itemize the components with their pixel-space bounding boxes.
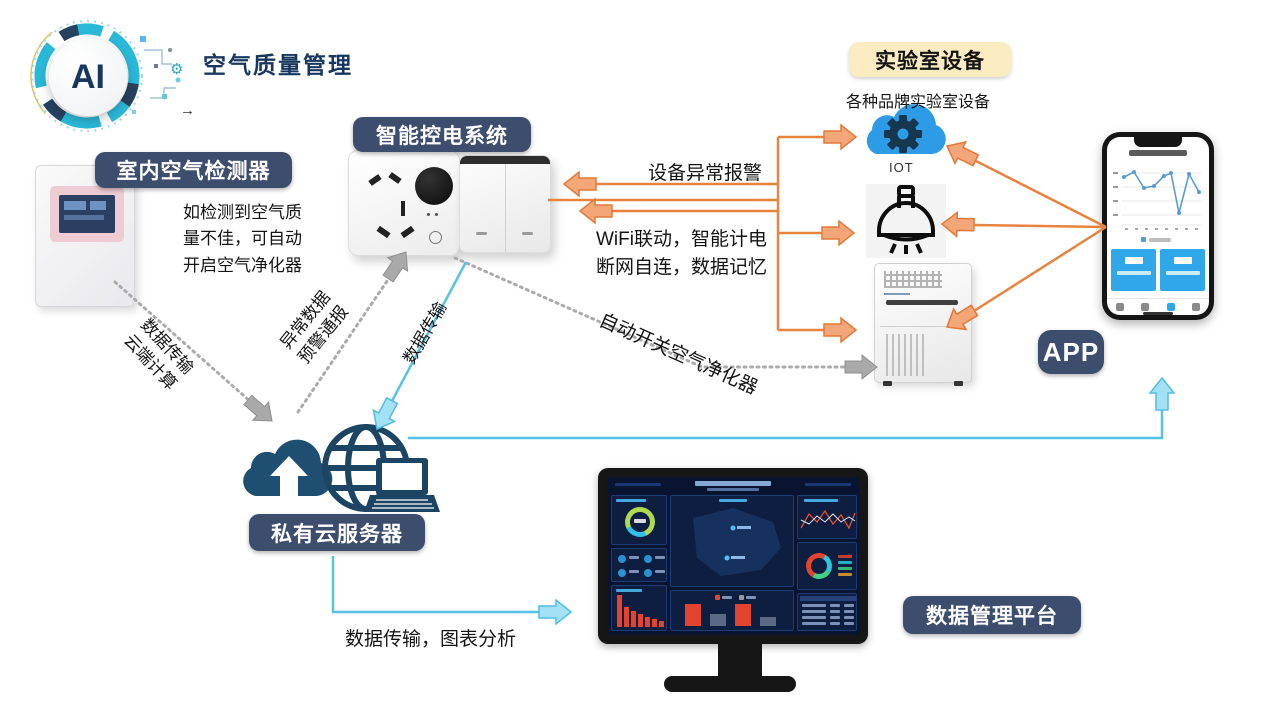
ai-logo-text: AI <box>71 57 105 96</box>
label-smart-power: 智能控电系统 <box>353 117 531 152</box>
label-data-platform: 数据管理平台 <box>903 596 1081 634</box>
cloud-upload-icon <box>243 439 333 496</box>
smart-socket-device <box>348 150 460 256</box>
dashboard-gauge-panel <box>611 495 667 545</box>
ai-logo-gear-icon: ⚙ <box>170 61 184 78</box>
page-title: 空气质量管理 <box>203 52 353 78</box>
phone-screen <box>1107 137 1209 315</box>
ai-logo: ⚙ → AI <box>12 6 207 136</box>
dashboard-stats-panel <box>611 548 667 582</box>
edge-server-to-platform <box>331 556 540 614</box>
detector-lcd <box>59 195 115 233</box>
lab-subtitle: 各种品牌实验室设备 <box>846 94 991 111</box>
smart-switch-device <box>459 155 551 253</box>
dashboard-screen <box>607 477 859 635</box>
phone-button-left <box>1111 249 1156 291</box>
label-lab-equipment: 实验室设备 <box>849 42 1011 77</box>
dashboard-title-placeholder <box>695 481 771 486</box>
edge-label-auto-purifier: 自动开关空气净化器 <box>595 310 761 399</box>
edge-label-data-cloud: 数据传输 云端计算 <box>120 315 198 394</box>
edge-label-wifi: WiFi联动，智能计电 断网自连，数据记忆 <box>596 229 768 278</box>
socket-knob <box>415 167 453 205</box>
dashboard-bottom-bars-panel <box>670 590 794 631</box>
phone-line-chart <box>1113 170 1201 230</box>
ai-logo-circle: AI <box>49 38 127 116</box>
label-app: APP <box>1038 330 1104 374</box>
phone-home-indicator <box>1143 312 1173 315</box>
lamp-icon <box>877 185 935 254</box>
phone-buttons <box>1111 249 1205 291</box>
edge-label-data-chart: 数据传输，图表分析 <box>345 629 517 650</box>
monitor-stand-base <box>664 676 796 692</box>
phone-button-right <box>1160 249 1205 291</box>
phone-chart-legend <box>1141 237 1171 242</box>
phone-tabbar <box>1107 298 1209 311</box>
iot-label: IOT <box>889 160 914 175</box>
monitor-stand-neck <box>718 642 762 678</box>
globe-laptop-icon <box>322 424 440 512</box>
ai-logo-arrow-icon: → <box>180 102 195 119</box>
detector-note: 如检测到空气质 量不佳，可自动 开启空气净化器 <box>183 203 302 275</box>
edge-label-data-transfer: 数据传输 <box>399 298 451 368</box>
edge-app-fan <box>973 159 1107 313</box>
iot-cloud-icon <box>866 104 946 154</box>
edge-label-abnormal: 异常数据 预警通报 <box>276 287 352 367</box>
dashboard-donut-panel <box>797 542 857 590</box>
label-cloud-server: 私有云服务器 <box>249 514 425 551</box>
lamp-tile <box>866 184 946 258</box>
phone-title-placeholder <box>1129 150 1187 156</box>
phone-notch-icon <box>1134 137 1182 147</box>
dashboard-linechart-panel <box>797 495 857 539</box>
ai-logo-ring-icon <box>30 19 181 133</box>
dashboard-monitor <box>598 468 868 644</box>
detector-screen-frame <box>50 186 124 242</box>
app-phone <box>1102 132 1214 320</box>
air-purifier-device <box>874 263 972 386</box>
edge-label-device-alarm: 设备异常报警 <box>648 163 763 184</box>
label-air-detector: 室内空气检测器 <box>95 152 292 188</box>
edge-server-to-app <box>408 390 1164 440</box>
dashboard-barchart-panel <box>611 585 667 631</box>
dashboard-table-panel <box>797 593 857 631</box>
dashboard-map-panel <box>670 495 794 587</box>
